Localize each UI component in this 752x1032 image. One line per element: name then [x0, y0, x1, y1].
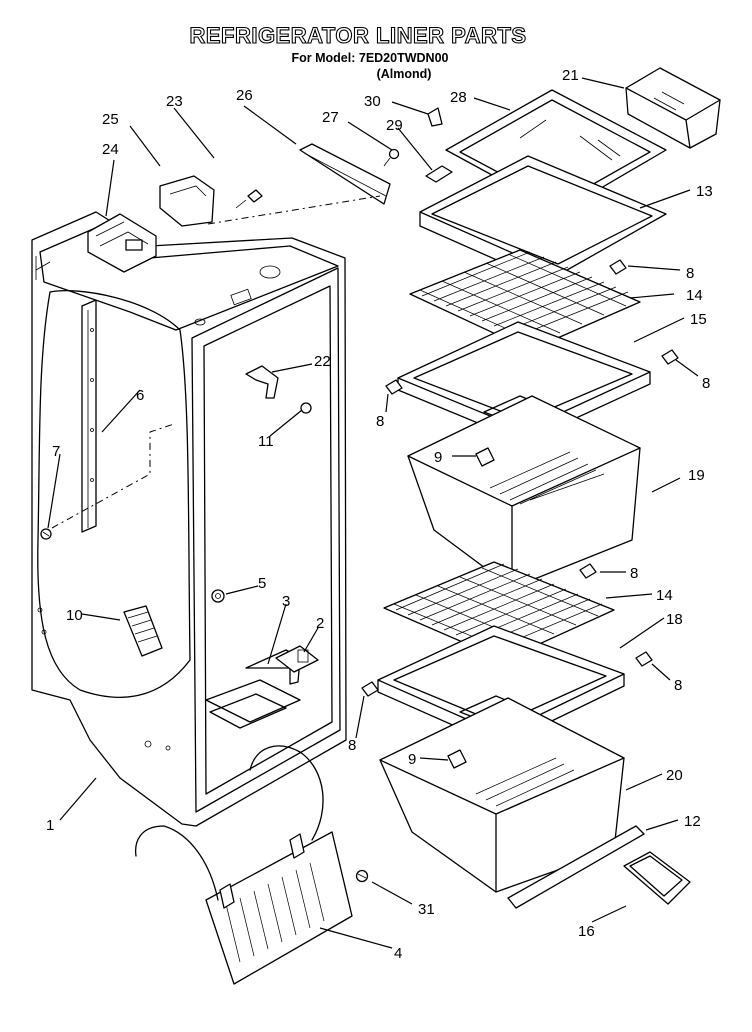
- callout-12: 12: [684, 813, 701, 830]
- callout-6: 6: [136, 387, 144, 404]
- callout-26: 26: [236, 87, 253, 104]
- callout-23: 23: [166, 93, 183, 110]
- shelf-rail: [81, 299, 97, 533]
- callout-27: 27: [322, 109, 339, 126]
- crisper-drawer-upper: [407, 395, 641, 589]
- bracket-2: [275, 645, 319, 673]
- callout-24: 24: [102, 141, 119, 158]
- callout-21: 21: [562, 67, 579, 84]
- screw-11: [300, 402, 312, 414]
- callout-11: 11: [258, 433, 274, 450]
- callout-5: 5: [258, 575, 266, 592]
- callout-8b: 8: [702, 375, 710, 392]
- callout-8a: 8: [686, 265, 694, 282]
- callout-4: 4: [394, 945, 402, 962]
- callout-30: 30: [364, 93, 381, 110]
- rail-mount-centerline: [51, 423, 175, 529]
- air-grille: [123, 605, 163, 657]
- callout-14b: 14: [656, 587, 673, 604]
- callout-2: 2: [316, 615, 324, 632]
- leader-lines: [47, 77, 699, 949]
- screw-part-7: [40, 528, 52, 540]
- cover-plate: [623, 851, 691, 905]
- clip-5: [211, 589, 225, 603]
- light-shield-rail: [299, 143, 391, 205]
- model-number: For Model: 7ED20TWDN00: [292, 51, 449, 65]
- callout-29: 29: [386, 117, 403, 134]
- callout-25: 25: [102, 111, 119, 128]
- callout-8d: 8: [630, 565, 638, 582]
- control-housing: [87, 213, 157, 273]
- callout-1: 1: [46, 817, 54, 834]
- control-bracket: [159, 175, 215, 227]
- shelf-support-8: [361, 259, 679, 697]
- callout-10: 10: [66, 607, 83, 624]
- screw-part-27: [383, 148, 400, 167]
- callout-9b: 9: [408, 751, 416, 768]
- shield-centerline: [207, 195, 381, 225]
- color-variant: (Almond): [377, 67, 432, 81]
- callout-8c: 8: [376, 413, 384, 430]
- drawer-trim-strip: [507, 825, 645, 909]
- liner: [31, 211, 347, 827]
- screw-part-23: [235, 189, 263, 209]
- callout-19: 19: [688, 467, 705, 484]
- callout-16: 16: [578, 923, 595, 940]
- screw-31: [355, 869, 369, 883]
- wire-shelf-upper: [409, 249, 641, 351]
- bracket-22: [245, 365, 279, 399]
- callout-labels: 25 24 23 26 27 30 29 28 21 13 8 14 15 8 …: [46, 67, 713, 962]
- callout-31: 31: [418, 901, 435, 918]
- page-title: REFRIGERATOR LINER PARTS: [189, 23, 526, 48]
- shelf-end-cap: [425, 165, 453, 183]
- callout-3: 3: [282, 593, 290, 610]
- callout-8f: 8: [348, 737, 356, 754]
- clip-part-30: [427, 107, 443, 127]
- callout-28: 28: [450, 89, 467, 106]
- utility-bin: [625, 67, 721, 149]
- callout-18: 18: [666, 611, 683, 628]
- callout-7: 7: [52, 443, 60, 460]
- callout-22: 22: [314, 353, 331, 370]
- callout-14a: 14: [686, 287, 703, 304]
- callout-9a: 9: [434, 449, 442, 466]
- drawer-stop-9: [447, 447, 495, 769]
- heater-assembly: [134, 745, 353, 985]
- callout-15: 15: [690, 311, 707, 328]
- callout-8e: 8: [674, 677, 682, 694]
- callout-13: 13: [696, 183, 713, 200]
- callout-20: 20: [666, 767, 683, 784]
